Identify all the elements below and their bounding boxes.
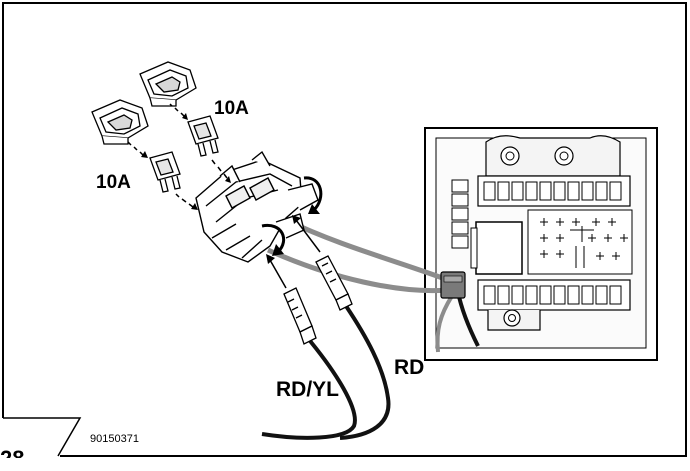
fuse-label-left: 10A [96,172,131,193]
rdyl-wire [261,334,357,440]
fuse-box-panel [424,127,658,361]
fuse-holder [195,150,319,263]
fuse-puller-lower [91,99,149,145]
corner-mark: 28 [0,446,25,471]
reference-number: 90150371 [90,433,139,445]
arrow-fuse-upper-to-holder [211,159,231,183]
gray-wire-down [435,294,454,353]
arrow-rd-terminal [292,215,321,253]
fuse-upper [187,115,219,157]
arrow-puller-to-fuse-lower [127,141,148,158]
wire-connector [440,271,466,299]
arrow-puller-to-fuse-upper [169,103,188,120]
fuse-puller-upper [139,61,197,107]
fuse-lower [149,151,181,193]
illustration-canvas [2,2,687,457]
wire-label-rd: RD [394,356,425,379]
terminal-rd [315,255,353,311]
arrow-rdyl-terminal [266,254,287,289]
rotate-arrow-upper [303,176,323,214]
rd-wire [339,304,391,440]
gray-wire-upper [284,217,449,283]
corner-tab [3,417,82,457]
fuse-label-upper: 10A [214,98,249,119]
terminal-rdyl [283,287,317,345]
wire-label-rdyl: RD/YL [276,378,339,401]
gray-wire-lower [266,247,449,294]
arrow-fuse-lower-to-holder [175,193,198,210]
illustration-frame [2,2,687,457]
rotate-arrow-lower [261,223,285,256]
